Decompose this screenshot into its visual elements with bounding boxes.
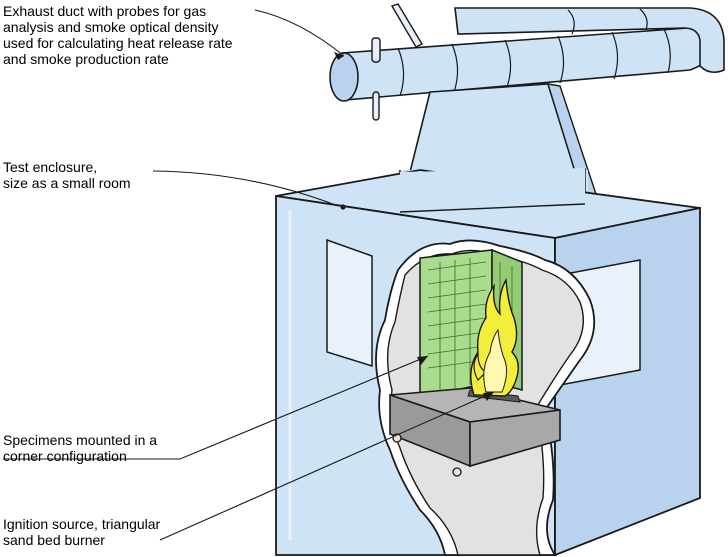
callout-line: Exhaust duct with probes for gas [3, 3, 207, 19]
callout-line: used for calculating heat release rate [3, 35, 233, 51]
leader-enclosure [152, 170, 339, 207]
flames [470, 277, 519, 397]
callout-line: corner configuration [3, 448, 127, 464]
callout-specimens: Specimens mounted in a corner configurat… [3, 432, 157, 464]
callout-line: size as a small room [3, 175, 131, 191]
flame-inner [483, 328, 508, 393]
left-window [326, 238, 373, 368]
flame-left-tongue [473, 352, 488, 381]
exhaust-duct [329, 3, 725, 121]
duct-elbow [454, 7, 725, 74]
smoke-probe [390, 3, 423, 48]
leader-specimens [3, 355, 429, 460]
callout-line: Specimens mounted in a [3, 432, 158, 448]
leader-ignition [159, 391, 495, 541]
burner-wheel [452, 467, 462, 477]
gas-probe [371, 37, 381, 121]
duct-end [329, 52, 359, 102]
callout-line: and smoke production rate [3, 51, 169, 67]
callout-line: Ignition source, triangular [3, 516, 161, 532]
callout-ignition-source: Ignition source, triangular sand bed bur… [3, 516, 160, 548]
callout-line: Test enclosure, [3, 159, 98, 175]
burner-side [469, 409, 561, 468]
duct-rings [397, 8, 671, 97]
leader-lines [3, 9, 495, 541]
leader-exhaust [254, 9, 345, 57]
callout-exhaust-duct: Exhaust duct with probes for gas analysi… [3, 3, 233, 67]
callout-line: sand bed burner [3, 532, 105, 548]
callout-test-enclosure: Test enclosure, size as a small room [3, 159, 131, 191]
specimen-hatch [427, 258, 513, 390]
callout-line: analysis and smoke optical density [3, 19, 219, 35]
